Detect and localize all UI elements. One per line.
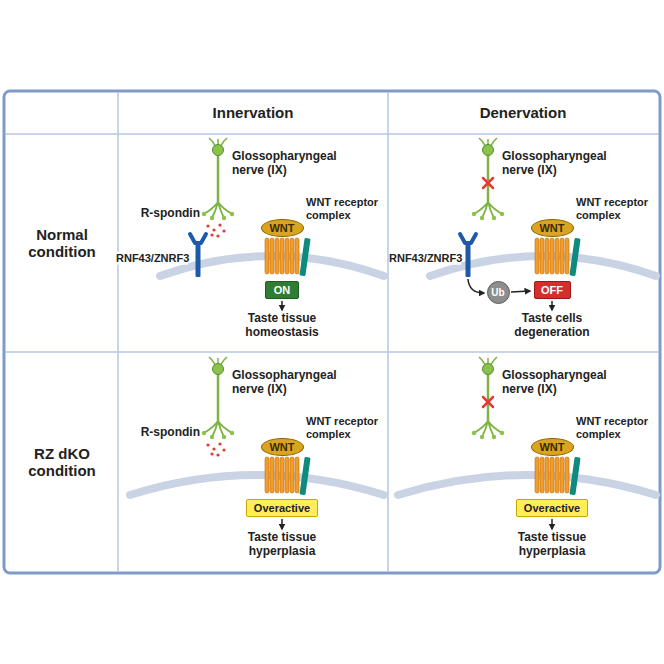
grid-line bbox=[5, 133, 659, 135]
wnt-receptor bbox=[535, 457, 581, 495]
outcome-label: Taste cells degeneration bbox=[487, 312, 617, 340]
cell-membrane bbox=[130, 475, 384, 495]
ligand-oval: WNT bbox=[531, 219, 574, 237]
row-header: RZ dKO condition bbox=[12, 445, 112, 480]
grid-line bbox=[117, 92, 119, 572]
cell-membrane bbox=[398, 475, 656, 495]
receptor-label: WNT receptor complex bbox=[306, 196, 386, 221]
rnf43-receptor bbox=[190, 234, 206, 277]
node-text: WNT bbox=[269, 222, 294, 234]
arrow bbox=[468, 279, 484, 293]
wnt-receptor bbox=[535, 238, 581, 276]
status-box: OFF bbox=[534, 281, 571, 299]
ligand-oval: WNT bbox=[261, 438, 304, 456]
status-box: Overactive bbox=[246, 499, 318, 517]
nerve-label: Glossopharyngeal nerve (IX) bbox=[502, 150, 627, 178]
receptor-label: WNT receptor complex bbox=[576, 196, 656, 221]
cut-mark bbox=[483, 397, 493, 407]
nerve-label: Glossopharyngeal nerve (IX) bbox=[232, 369, 357, 397]
r-spondin-dots bbox=[206, 442, 225, 456]
nerve-label: Glossopharyngeal nerve (IX) bbox=[232, 150, 357, 178]
wnt-receptor bbox=[265, 238, 311, 276]
node-text: Overactive bbox=[524, 502, 580, 514]
node-text: WNT bbox=[539, 441, 564, 453]
cut-mark bbox=[483, 178, 493, 188]
neuron-icon bbox=[202, 357, 234, 439]
arrow bbox=[281, 519, 283, 529]
table-frame bbox=[4, 91, 660, 573]
nerve-label: Glossopharyngeal nerve (IX) bbox=[502, 369, 627, 397]
rnf43-receptor bbox=[460, 234, 476, 277]
ligand-label: R-spondin bbox=[128, 207, 200, 221]
node-text: Ub bbox=[491, 287, 504, 298]
status-box: Overactive bbox=[516, 499, 588, 517]
neuron-icon bbox=[202, 138, 234, 220]
receptor-label: RNF43/ZNRF3 bbox=[389, 252, 461, 265]
arrow bbox=[281, 301, 283, 310]
neuron-icon bbox=[472, 138, 504, 220]
node-text: Overactive bbox=[254, 502, 310, 514]
wnt-receptor bbox=[265, 457, 311, 495]
column-header: Denervation bbox=[423, 104, 623, 121]
outcome-label: Taste tissue hyperplasia bbox=[487, 531, 617, 559]
column-header: Innervation bbox=[153, 104, 353, 121]
arrow bbox=[551, 519, 553, 529]
grid-line bbox=[5, 351, 659, 353]
arrow bbox=[511, 291, 530, 292]
ligand-oval: WNT bbox=[261, 219, 304, 237]
receptor-label: WNT receptor complex bbox=[576, 415, 656, 440]
row-header: Normal condition bbox=[12, 226, 112, 261]
node-text: WNT bbox=[269, 441, 294, 453]
status-box: ON bbox=[265, 281, 299, 299]
arrow bbox=[551, 301, 553, 310]
node-text: ON bbox=[274, 284, 291, 296]
node-text: WNT bbox=[539, 222, 564, 234]
neuron-icon bbox=[472, 357, 504, 439]
ubiquitin-circle: Ub bbox=[487, 281, 510, 304]
r-spondin-dots bbox=[206, 223, 225, 237]
ligand-oval: WNT bbox=[531, 438, 574, 456]
node-text: OFF bbox=[541, 284, 563, 296]
receptor-label: WNT receptor complex bbox=[306, 415, 386, 440]
grid-line bbox=[387, 92, 389, 572]
outcome-label: Taste tissue homeostasis bbox=[217, 312, 347, 340]
receptor-label: RNF43/ZNRF3 bbox=[116, 252, 188, 265]
outcome-label: Taste tissue hyperplasia bbox=[217, 531, 347, 559]
ligand-label: R-spondin bbox=[128, 426, 200, 440]
